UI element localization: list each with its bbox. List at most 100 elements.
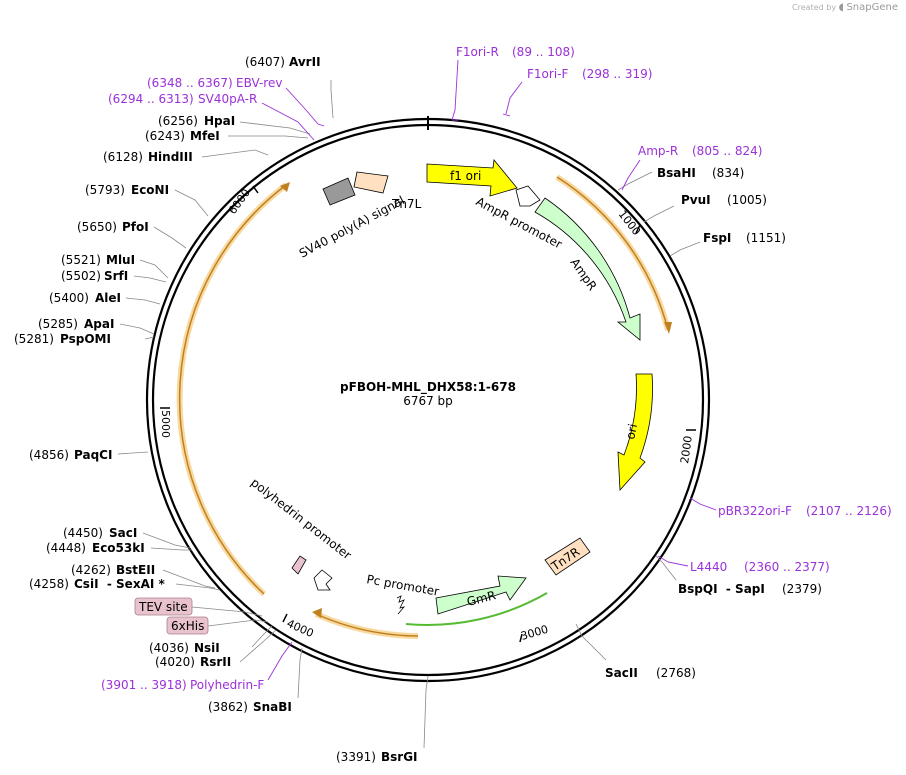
primer-pbr322ori-f-name: pBR322ori-F: [718, 504, 792, 518]
site-hpai[interactable]: (6256) HpaI: [158, 114, 235, 128]
site-snabi-name: SnaBI: [253, 700, 292, 714]
leader-fspi: [669, 241, 701, 257]
site-mlui-name: MluI: [106, 253, 135, 267]
primer-polyhedrin-f-name: Polyhedrin-F: [190, 678, 264, 692]
site-bsrgi[interactable]: (3391) BsrGI: [336, 750, 418, 764]
orf-bottom-highlight: [314, 611, 419, 639]
site-eco53ki[interactable]: (4448) Eco53kI: [46, 541, 145, 555]
site-econi[interactable]: (5793) EcoNI: [85, 183, 169, 197]
ampr-promoter-feature[interactable]: [515, 185, 541, 207]
tev-site-box[interactable]: [134, 597, 193, 616]
site-bsteii[interactable]: (4262) BstEII: [71, 563, 155, 577]
leader-6xhis: [207, 619, 269, 627]
pc-promoter-label: Pc promoter: [365, 572, 440, 599]
tick-label-5000: 5000: [159, 410, 172, 438]
snapgene-logo-icon: ◖: [838, 2, 844, 13]
primer-sv40pa-r[interactable]: (6294 .. 6313) SV40pA-R: [108, 92, 257, 106]
site-apai[interactable]: (5285) ApaI: [38, 317, 114, 331]
site-csii-name: CsiI - SexAI *: [74, 577, 165, 591]
tick-6000: [252, 185, 259, 194]
leader-avrii: [330, 80, 334, 119]
site-avrii-name: AvrII: [289, 55, 321, 69]
site-mlui-pos: (5521): [61, 253, 101, 267]
primer-f1ori-r[interactable]: F1ori-R (89 .. 108): [456, 45, 575, 59]
site-pfoi[interactable]: (5650) PfoI: [77, 220, 149, 234]
leader-apai: [119, 323, 155, 335]
site-saci-name: SacI: [109, 526, 137, 540]
site-avrii[interactable]: (6407) AvrII: [245, 55, 321, 69]
site-hindiii[interactable]: (6128) HindIII: [103, 150, 193, 164]
polyhedrin-promoter-feature[interactable]: [313, 569, 333, 591]
tev-site-label: TEV site: [138, 600, 188, 614]
leader-snabi: [297, 647, 303, 699]
primer-l4440[interactable]: L4440 (2360 .. 2377): [690, 560, 830, 574]
site-alei[interactable]: (5400) AleI: [49, 291, 121, 305]
tn7r-feature[interactable]: [544, 537, 591, 576]
primer-f1ori-r-name: F1ori-R: [456, 45, 499, 59]
site-pvui[interactable]: PvuI (1005): [681, 193, 767, 207]
site-bspqi-name: BspQI - SapI: [678, 582, 765, 596]
brand-created-by: Created by: [792, 3, 837, 12]
site-bspqi-sapi[interactable]: BspQI - SapI (2379): [678, 582, 822, 596]
leader-bspqi: [655, 555, 677, 581]
primer-leader-pbr322ori-f: [689, 497, 717, 511]
site-mlui[interactable]: (5521) MluI: [61, 253, 135, 267]
primer-ebv-rev-name: EBV-rev: [236, 76, 282, 90]
site-alei-pos: (5400): [49, 291, 89, 305]
site-rsrii[interactable]: (4020) RsrII: [155, 655, 231, 669]
site-csii-sexai[interactable]: (4258) CsiI - SexAI *: [29, 577, 165, 591]
tick-4000: [282, 613, 288, 623]
tn7l-feature[interactable]: [353, 171, 389, 194]
site-bsrgi-name: BsrGI: [381, 750, 418, 764]
orf-right-arrowhead: [664, 322, 672, 334]
f1-ori-feature[interactable]: [426, 159, 518, 197]
primer-pbr322ori-f[interactable]: pBR322ori-F (2107 .. 2126): [718, 504, 892, 518]
orf-left-arrowhead: [280, 182, 290, 192]
site-csii-pos: (4258): [29, 577, 69, 591]
primer-amp-r[interactable]: Amp-R (805 .. 824): [638, 144, 762, 158]
gmr-arc: [405, 592, 548, 626]
site-sacii[interactable]: SacII (2768): [605, 666, 696, 680]
site-mfei[interactable]: (6243) MfeI: [145, 129, 220, 143]
tick-3000: [519, 633, 523, 643]
leader-hpai: [239, 121, 311, 135]
primer-amp-r-name: Amp-R: [638, 144, 678, 158]
gmr-feature[interactable]: [435, 575, 527, 615]
ampr-feature[interactable]: [534, 197, 641, 341]
leader-srfi: [133, 275, 167, 283]
leader-rsrii: [239, 629, 277, 663]
orf-right-highlight: [555, 174, 671, 331]
tn7l-label: Tn7L: [391, 197, 422, 211]
orf-left-arc: [178, 184, 287, 595]
site-pvui-pos: (1005): [727, 193, 767, 207]
site-mfei-name: MfeI: [190, 129, 220, 143]
leader-eco53ki: [150, 547, 192, 551]
site-snabi[interactable]: (3862) SnaBI: [208, 700, 292, 714]
site-bsahi[interactable]: BsaHI (834): [657, 166, 744, 180]
leader-tev: [191, 606, 263, 617]
site-saci[interactable]: (4450) SacI: [63, 526, 137, 540]
leader-pspomi: [144, 336, 155, 340]
site-srfi[interactable]: (5502) SrfI: [61, 269, 128, 283]
tick-1000: [635, 224, 641, 234]
site-avrii-pos: (6407): [245, 55, 285, 69]
sv40-polya-feature[interactable]: [322, 177, 356, 206]
site-hindiii-pos: (6128): [103, 150, 143, 164]
primer-ebv-rev[interactable]: (6348 .. 6367) EBV-rev: [147, 76, 282, 90]
site-paqci[interactable]: (4856) PaqCI: [29, 448, 112, 462]
ori-feature[interactable]: [617, 373, 653, 491]
primer-l4440-name: L4440: [690, 560, 727, 574]
primer-f1ori-f[interactable]: F1ori-F (298 .. 319): [527, 67, 652, 81]
leader-nsii: [251, 625, 273, 648]
site-nsii[interactable]: (4036) NsiI: [149, 641, 220, 655]
site-bspqi-pos: (2379): [782, 582, 822, 596]
site-bsahi-pos: (834): [712, 166, 744, 180]
primer-polyhedrin-f[interactable]: (3901 .. 3918) Polyhedrin-F: [101, 678, 264, 692]
primer-leader-l4440: [657, 555, 689, 567]
site-bsteii-pos: (4262): [71, 563, 111, 577]
site-fspi[interactable]: FspI (1151): [703, 231, 786, 245]
leader-csii: [175, 583, 221, 591]
six-his-box[interactable]: [166, 616, 209, 635]
site-pspomi[interactable]: (5281) PspOMI: [14, 332, 111, 346]
six-his-label: 6xHis: [171, 619, 204, 633]
